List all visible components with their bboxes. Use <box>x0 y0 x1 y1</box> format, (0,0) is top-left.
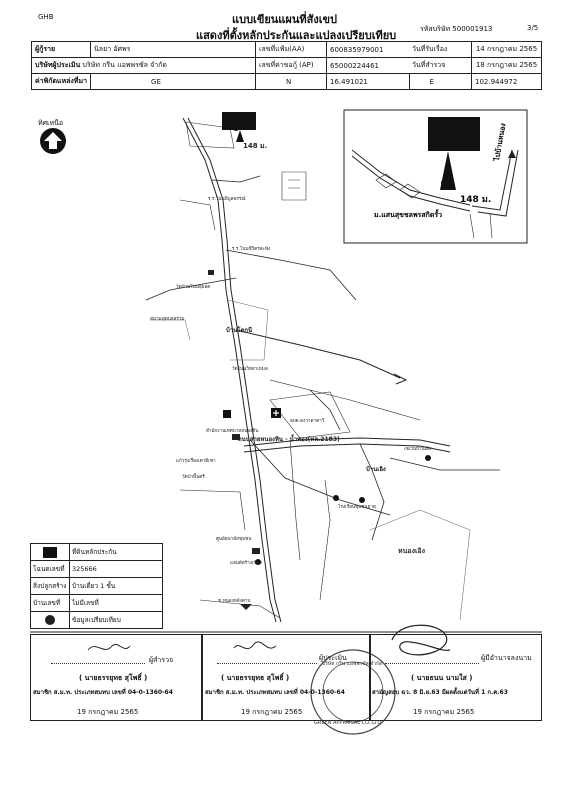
map-label: วัดบ้านโนนธุยอด <box>176 285 211 290</box>
signature-name: ( นายธรรยุทธ สุโพธิ์ ) <box>79 674 148 682</box>
ref-code: รหัสบริษัท 500001913 <box>420 25 493 33</box>
signature-mark-2 <box>233 641 277 650</box>
coord-label: ค่าพิกัดแหล่งที่มา <box>30 73 92 90</box>
stamp-text-top: บริษัท กรีน แอพพรซัล จำกัด <box>322 661 383 667</box>
map-label: เซเว่นบ้านเอิง <box>404 447 432 452</box>
page-number: 3/5 <box>527 24 539 32</box>
building-value: บ้านเดี่ยว 1 ชั้น <box>69 577 163 595</box>
north-arrow-icon <box>40 128 66 154</box>
signature-role: ผู้มีอำนาจลงนาม <box>481 654 532 662</box>
coord-source: GE <box>90 73 257 90</box>
village-label-2: บ้านเอิง <box>366 466 386 473</box>
signature-block-surveyor: ผู้สำรวจ ( นายธรรยุทธ สุโพธิ์ ) สมาชิก ส… <box>30 634 202 721</box>
signature-member: สมาชิก ส.ม.ท. ประเภทสมทบ เลขที่ 04-0-136… <box>33 689 173 696</box>
map-label: วัดโนนวิทยาเหมล <box>232 367 268 372</box>
bank-code: GHB <box>38 13 54 21</box>
legend-symbol-label: ที่ดินหลักประกัน <box>69 543 163 561</box>
company-name: บริษัท กรีน แอพพรซัล จำกัด <box>82 61 167 69</box>
company-label: บริษัทผู้ประเมิน <box>35 61 81 69</box>
signature-member: สมาชิก ส.ม.ท. ประเภทสมทบ เลขที่ 04-0-136… <box>205 689 345 696</box>
signature-role: ผู้ประเมิน <box>319 654 347 662</box>
deed-label: โฉนดเลขที่ <box>30 560 70 578</box>
collateral-symbol-icon <box>43 546 57 558</box>
inset-road-label: ม.แสนสุขชลพรสกิดรั้ว <box>374 211 443 219</box>
map-label: โรงเรียนชุมชนธาตุ <box>338 505 376 510</box>
signature-role: ผู้สำรวจ <box>149 656 174 664</box>
village-label-1: บ้านโดกนี <box>226 327 253 334</box>
north-label: ทิศเหนือ <box>38 119 64 127</box>
legend-table: ที่ดินหลักประกัน โฉนดเลขที่ 325666 สิ่งป… <box>30 543 163 629</box>
map-label: ร.ร.โนนชีวิตรสะพัง <box>232 247 271 252</box>
signature-name: ( นายธนน นามใส ) <box>411 674 473 682</box>
signature-date: 19 กรกฎาคม 2565 <box>413 708 475 716</box>
deed-value: 325666 <box>69 560 163 578</box>
signature-member: สามัญสอบ ฉว. 8 มิ.ย.63 มีผลตั้งแต่วันที่… <box>372 689 508 696</box>
n-value: 16.491021 <box>326 73 410 90</box>
map-label: ศูนย์อนามัยชุมชน <box>216 537 252 542</box>
map-label: อบต.ดงวาตาคาวี <box>290 419 325 424</box>
compare-label: ข้อมูลเปรียบเทียบ <box>69 611 163 629</box>
n-label: N <box>255 73 328 90</box>
village-label-3: หนองเอิง <box>398 547 426 555</box>
house-no-label: บ้านเลขที่ <box>30 594 70 612</box>
signature-block-authorized: ผู้มีอำนาจลงนาม ( นายธนน นามใส ) สามัญสอ… <box>370 634 542 721</box>
info-table: ผู้กู้ราย นิลยา อัศพร เลขที่แฟ้ม(AA) 600… <box>30 41 542 90</box>
map-label: วัดป่าพื้นตรี <box>182 475 205 480</box>
e-value: 102.944972 <box>471 73 542 90</box>
map-label: ร.ร.โนนพิบูลพรรณ์ <box>208 197 246 202</box>
signature-mark-1 <box>87 644 131 651</box>
form-subtitle: แสดงที่ตั้งหลักประกันและแปลงเปรียบเทียบ <box>196 29 397 42</box>
inset-collateral <box>428 117 480 151</box>
inset-distance: 148 ม. <box>460 195 492 205</box>
map-label: แก้วรุ่งเรืองเคาติเซา <box>176 459 216 464</box>
collateral-building <box>222 112 256 130</box>
signature-mark-3 <box>391 624 451 656</box>
signature-name: ( นายธรรยุทธ สุโพธิ์ ) <box>221 674 290 682</box>
distance-label: 148 ม. <box>243 142 268 150</box>
building-label: สิ่งปลูกสร้าง <box>30 577 70 595</box>
stamp-text-bottom: GREEN APPRAISAL CO.,LTD <box>314 720 382 726</box>
east-west-road <box>243 437 451 447</box>
main-road-name: ถนนสายหนองหิน - น้ำพอง(ทล.2183) <box>238 436 340 443</box>
inset-map-frame <box>343 109 528 244</box>
map-label: สำนักงานเทศบาลหนองหิน <box>206 429 259 434</box>
company-stamp <box>310 649 396 735</box>
house-no-value: ไม่มีเลขที่ <box>69 594 163 612</box>
signature-date: 19 กรกฎาคม 2565 <box>77 708 139 716</box>
form-title: แบบเขียนแผนที่สังเขป <box>232 13 337 26</box>
signature-date: 19 กรกฎาคม 2565 <box>241 708 303 716</box>
comparison-symbol-icon <box>45 615 55 625</box>
main-road <box>182 117 277 623</box>
map-label: แลนด์สร้างเขียว <box>230 561 262 566</box>
signature-block-appraiser: ผู้ประเมิน ( นายธรรยุทธ สุโพธิ์ ) สมาชิก… <box>202 634 370 721</box>
map-label: สนามฟุตบอลร่วม <box>150 317 185 322</box>
map-label: ช.หนองหลังคาบ <box>218 599 251 604</box>
